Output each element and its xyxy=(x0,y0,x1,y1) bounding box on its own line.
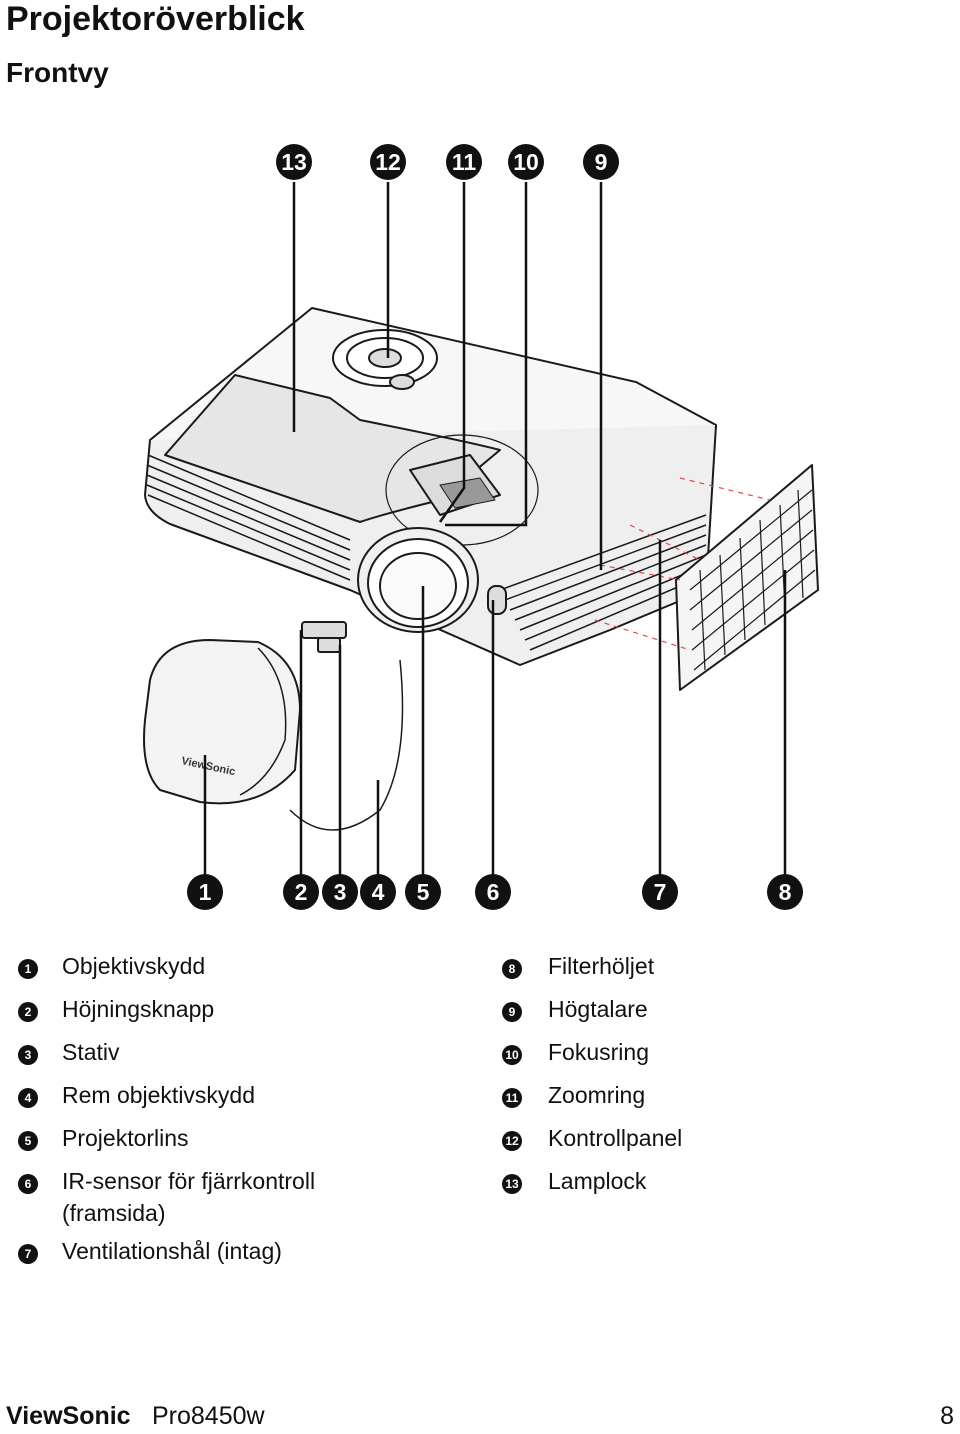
callout-number: 10 xyxy=(513,149,539,175)
legend-badge: 8 xyxy=(502,959,522,979)
legend-badge: 6 xyxy=(18,1174,38,1194)
legend-label: Lamplock xyxy=(548,1168,647,1194)
callout-badge xyxy=(583,144,619,180)
page-title: Projektoröverblick xyxy=(6,0,305,38)
callout-number: 6 xyxy=(487,879,500,905)
lens-cap: ViewSonic xyxy=(143,639,301,805)
top-callout-badges: 13 12 11 10 9 xyxy=(276,144,619,180)
lens-cap-strap xyxy=(289,659,404,831)
projector-front-diagram: ViewSonic xyxy=(143,144,819,910)
callout-number: 9 xyxy=(595,149,608,175)
callout-number: 8 xyxy=(779,879,792,905)
legend-label: IR-sensor för fjärrkontroll (framsida) xyxy=(62,1168,316,1226)
projector-lens xyxy=(357,527,479,633)
legend-label: Objektivskydd xyxy=(62,953,206,979)
callout-number: 3 xyxy=(334,879,347,905)
ir-sensor-front xyxy=(487,585,507,615)
callout-number: 12 xyxy=(375,149,401,175)
control-panel xyxy=(332,329,438,390)
callout-badge xyxy=(360,874,396,910)
callout-badge xyxy=(283,874,319,910)
callout-number: 13 xyxy=(281,149,307,175)
legend-badge: 3 xyxy=(18,1045,38,1065)
callout-badge xyxy=(446,144,482,180)
legend-label: Stativ xyxy=(62,1039,120,1065)
lamp-cover xyxy=(164,374,501,523)
legend-badge: 5 xyxy=(18,1131,38,1151)
callout-badge xyxy=(370,144,406,180)
callout-number: 7 xyxy=(654,879,667,905)
legend-label: Rem objektivskydd xyxy=(62,1082,256,1108)
filter-cover xyxy=(675,464,819,691)
callout-badge xyxy=(322,874,358,910)
callout-badge xyxy=(187,874,223,910)
footer-model: Pro8450w xyxy=(152,1402,265,1430)
filter-alignment-lines xyxy=(594,477,771,651)
callout-badge xyxy=(475,874,511,910)
section-subtitle: Frontvy xyxy=(6,57,109,88)
page-number: 8 xyxy=(940,1402,954,1430)
legend-badge: 12 xyxy=(502,1131,522,1151)
callout-number: 1 xyxy=(199,879,212,905)
callout-badge xyxy=(276,144,312,180)
legend-badge: 13 xyxy=(502,1174,522,1194)
adjustable-foot xyxy=(317,637,341,653)
legend-label: Höjningsknapp xyxy=(62,996,215,1022)
legend-badge: 11 xyxy=(502,1088,522,1108)
legend-badge: 2 xyxy=(18,1002,38,1022)
callout-number: 11 xyxy=(452,149,477,175)
callout-leader-lines xyxy=(203,182,787,875)
bottom-callout-badges: 1 2 3 4 5 6 7 8 xyxy=(187,874,803,910)
callout-number: 4 xyxy=(372,879,385,905)
legend-label: Filterhöljet xyxy=(548,953,655,979)
legend-badge: 1 xyxy=(18,959,38,979)
callout-number: 5 xyxy=(417,879,430,905)
callout-badge xyxy=(767,874,803,910)
elevator-button xyxy=(301,621,347,639)
footer-brand: ViewSonic xyxy=(6,1402,131,1430)
legend-label: Kontrollpanel xyxy=(548,1125,683,1151)
legend-label: Fokusring xyxy=(548,1039,649,1065)
legend-label: Ventilationshål (intag) xyxy=(62,1238,282,1264)
legend-badge: 4 xyxy=(18,1088,38,1108)
legend-label: Zoomring xyxy=(548,1082,646,1108)
legend-label: Projektorlins xyxy=(62,1125,189,1151)
ventilation-left-grille xyxy=(146,454,351,581)
callout-badge xyxy=(508,144,544,180)
legend-badge: 10 xyxy=(502,1045,522,1065)
legend-label: Högtalare xyxy=(548,996,648,1022)
legend-badge: 9 xyxy=(502,1002,522,1022)
callout-badge xyxy=(405,874,441,910)
callout-badge xyxy=(642,874,678,910)
legend-badge: 7 xyxy=(18,1244,38,1264)
callout-number: 2 xyxy=(295,879,308,905)
